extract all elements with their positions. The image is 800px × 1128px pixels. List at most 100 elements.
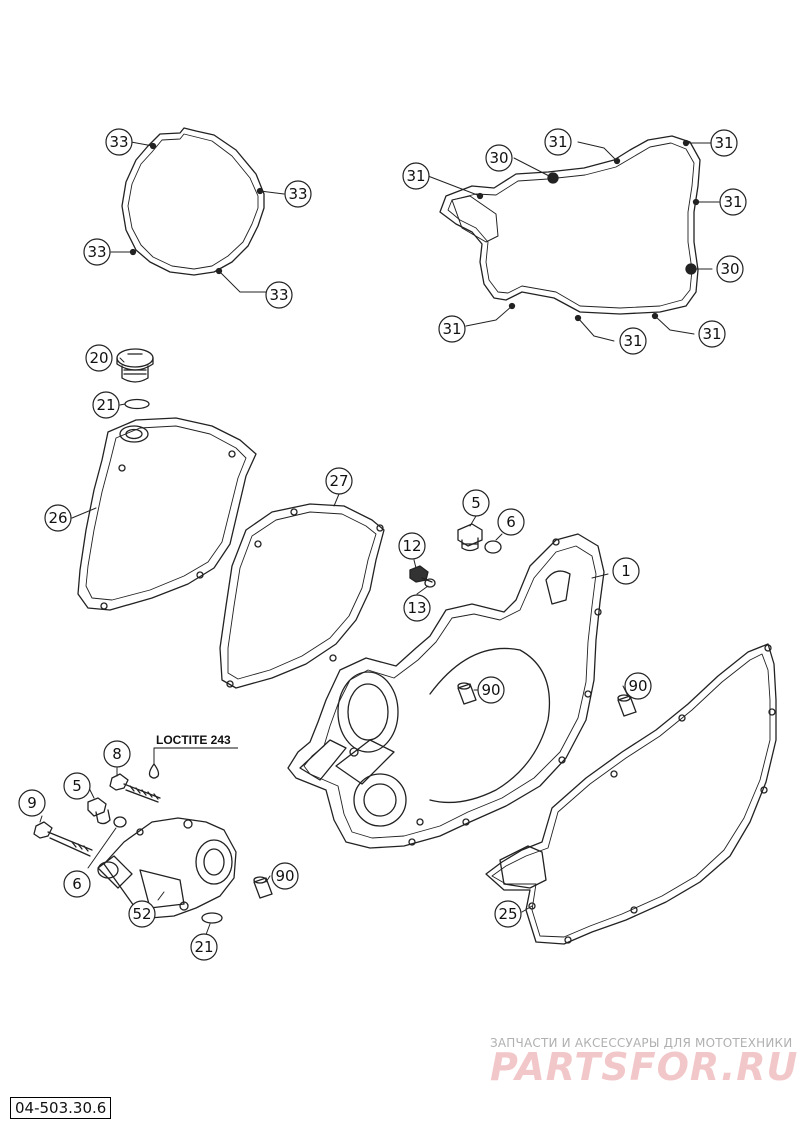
callout-circle: [438, 315, 466, 343]
callout-circle: [398, 532, 426, 560]
callout-label: 30: [489, 149, 508, 167]
callout-c12: 12: [398, 532, 426, 560]
callout-circle: [63, 870, 91, 898]
callout-label: 31: [714, 134, 733, 152]
leader-lines: [39, 141, 720, 941]
callout-c27: 27: [325, 467, 353, 495]
callout-circle: [105, 128, 133, 156]
callout-c13: 13: [403, 594, 431, 622]
callout-label: 5: [471, 494, 481, 512]
callout-c6b: 6: [63, 870, 91, 898]
callout-circle: [544, 128, 572, 156]
callout-label: 9: [27, 794, 37, 812]
callout-label: 31: [548, 133, 567, 151]
callout-label: 33: [288, 185, 307, 203]
callout-circle: [710, 129, 738, 157]
callout-circle: [190, 933, 218, 961]
callout-circle: [698, 320, 726, 348]
callout-label: 25: [498, 905, 517, 923]
loctite-drop-icon: [148, 763, 160, 779]
callout-circle: [494, 900, 522, 928]
callout-circle: [92, 391, 120, 419]
callout-c90c: 90: [271, 862, 299, 890]
clutch-cover-26: [77, 417, 257, 611]
callout-c30b: 30: [716, 255, 744, 283]
callout-c31a: 31: [402, 162, 430, 190]
bushing-90-center: [457, 682, 477, 705]
callout-label: 33: [109, 133, 128, 151]
bushing-90-lower: [253, 876, 273, 899]
callout-circle: [128, 900, 156, 928]
callout-label: 31: [623, 332, 642, 350]
callout-c31c: 31: [710, 129, 738, 157]
callout-label: 5: [72, 777, 82, 795]
callout-c25: 25: [494, 900, 522, 928]
callout-circle: [44, 504, 72, 532]
callout-circle: [716, 255, 744, 283]
bushing-90-right: [617, 694, 637, 717]
callout-label: 1: [621, 562, 631, 580]
callout-circle: [284, 180, 312, 208]
diagram-part-number: 04-503.30.6: [10, 1097, 112, 1119]
bolt-8: [109, 773, 161, 803]
callout-c90a: 90: [477, 676, 505, 704]
callout-c31b: 31: [544, 128, 572, 156]
callout-c21a: 21: [92, 391, 120, 419]
callout-c6a: 6: [497, 508, 525, 536]
callout-label: 31: [406, 167, 425, 185]
callout-circle: [265, 281, 293, 309]
callout-c20: 20: [85, 344, 113, 372]
callout-circle: [402, 162, 430, 190]
callout-circle: [63, 772, 91, 800]
callout-c31e: 31: [438, 315, 466, 343]
callout-circle: [271, 862, 299, 890]
watermark-caption: ЗАПЧАСТИ И АКСЕССУАРЫ ДЛЯ МОТОТЕХНИКИ: [490, 1036, 792, 1050]
plug-5-lower: [87, 797, 111, 825]
callout-c8: 8: [103, 740, 131, 768]
callout-c1: 1: [612, 557, 640, 585]
callout-circle: [719, 188, 747, 216]
water-pump-cover-52: [97, 817, 237, 919]
callout-label: 52: [132, 905, 151, 923]
callout-label: 6: [506, 513, 516, 531]
callout-circle: [85, 344, 113, 372]
clutch-cover-housing-1: [287, 533, 605, 849]
callout-c21b: 21: [190, 933, 218, 961]
callout-label: 27: [329, 472, 348, 490]
watermark: ЗАПЧАСТИ И АКСЕССУАРЫ ДЛЯ МОТОТЕХНИКИ PA…: [490, 1036, 798, 1089]
callout-label: 6: [72, 875, 82, 893]
callout-c33a: 33: [105, 128, 133, 156]
callout-label: 31: [442, 320, 461, 338]
bolt-9: [33, 821, 93, 857]
loctite-label: LOCTITE 243: [156, 733, 231, 747]
callout-c5b: 5: [63, 772, 91, 800]
callout-c31f: 31: [619, 327, 647, 355]
gasket-25: [485, 643, 777, 945]
callout-c52: 52: [128, 900, 156, 928]
callout-label: 13: [407, 599, 426, 617]
callout-label: 31: [723, 193, 742, 211]
washer-13: [424, 578, 436, 588]
filler-cap-20: [116, 348, 154, 383]
callout-label: 21: [194, 938, 213, 956]
gasket-27: [219, 503, 385, 689]
callout-label: 21: [96, 396, 115, 414]
callout-c31d: 31: [719, 188, 747, 216]
callout-label: 33: [269, 286, 288, 304]
callout-circle: [103, 740, 131, 768]
callout-circle: [619, 327, 647, 355]
callout-label: 30: [720, 260, 739, 278]
o-ring-21-top: [124, 398, 150, 410]
callout-label: 20: [89, 349, 108, 367]
watermark-brand: PARTSFOR.RU: [490, 1045, 798, 1089]
callout-circle: [325, 467, 353, 495]
callout-label: 31: [702, 325, 721, 343]
plug-5-upper: [457, 523, 483, 552]
callout-c31g: 31: [698, 320, 726, 348]
gasket-33: [121, 127, 265, 276]
callout-circle: [612, 557, 640, 585]
o-ring-21-lower: [201, 912, 223, 924]
callout-circle: [624, 672, 652, 700]
callout-label: 90: [275, 867, 294, 885]
